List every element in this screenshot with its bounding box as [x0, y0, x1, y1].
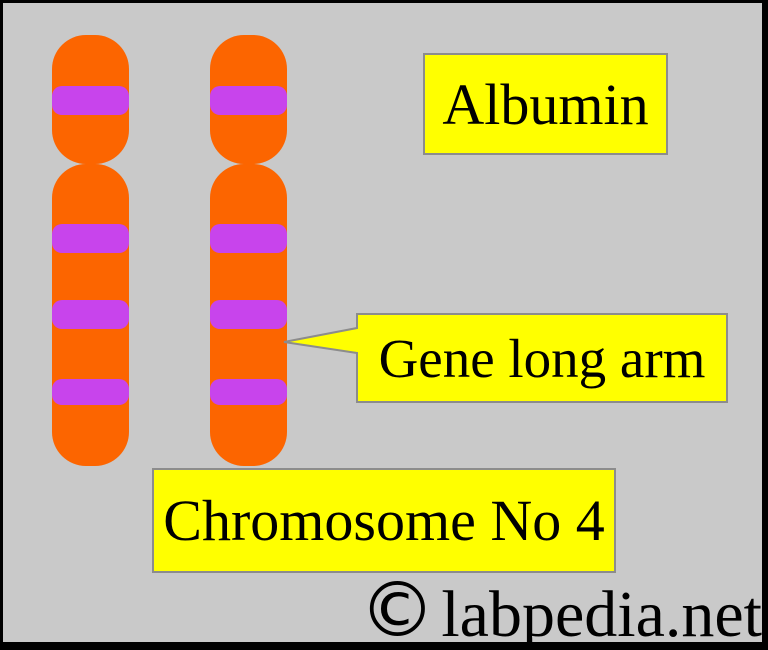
frame-border-top — [0, 0, 768, 3]
gene-band — [52, 224, 129, 253]
gene-long-arm-label-box: Gene long arm — [356, 314, 728, 403]
watermark: © labpedia.net — [359, 565, 762, 650]
albumin-label-box: Albumin — [423, 53, 668, 155]
gene-band — [210, 379, 287, 405]
gene-band — [210, 86, 287, 115]
albumin-label-text: Albumin — [442, 71, 649, 137]
chromosome-number-label-text: Chromosome No 4 — [163, 488, 605, 553]
watermark-text: labpedia.net — [441, 578, 762, 650]
frame-border-right — [762, 0, 768, 650]
gene-long-arm-label-text: Gene long arm — [378, 328, 706, 389]
callout-outline — [283, 313, 728, 403]
gene-band — [210, 224, 287, 253]
chromosome-copy-1 — [52, 0, 129, 650]
frame-border-bottom — [0, 642, 768, 650]
gene-band — [52, 379, 129, 405]
gene-band — [52, 86, 129, 115]
frame-border-left — [0, 0, 3, 650]
chromosome-number-label-box: Chromosome No 4 — [152, 468, 616, 573]
gene-band — [210, 300, 287, 329]
gene-callout-bubble-shape — [283, 313, 728, 403]
gene-band — [52, 300, 129, 329]
copyright-icon: © — [359, 565, 436, 650]
chromosome-copy-2 — [210, 0, 287, 650]
